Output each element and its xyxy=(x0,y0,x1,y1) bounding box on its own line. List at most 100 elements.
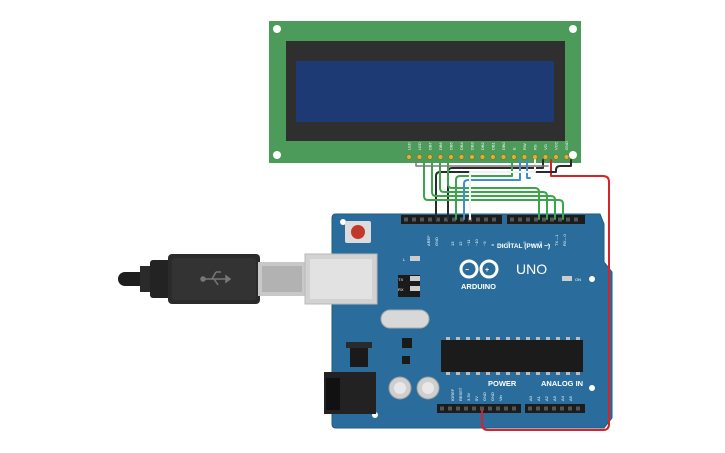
atmega-chip-icon xyxy=(441,337,583,375)
usb-cable-icon xyxy=(118,254,306,304)
svg-text:−: − xyxy=(465,267,469,274)
digital-pin-label: ~9 xyxy=(482,241,487,246)
header-pin[interactable] xyxy=(526,217,530,222)
led-rx-label: RX xyxy=(398,287,404,292)
header-pin[interactable] xyxy=(472,406,476,411)
digital-section-label: DIGITAL (PWM ~) xyxy=(497,243,550,250)
header-pin[interactable] xyxy=(476,217,480,222)
analog-pin-label: A3 xyxy=(552,395,557,401)
header-pin[interactable] xyxy=(536,406,540,411)
lcd-mount-hole xyxy=(273,151,281,159)
lcd-pin-label: RW xyxy=(522,143,527,150)
board-mount-hole xyxy=(589,276,595,282)
header-pin[interactable] xyxy=(464,406,468,411)
header-pin[interactable] xyxy=(566,217,570,222)
lcd-pin[interactable] xyxy=(427,154,433,160)
power-pin-label: IOREF xyxy=(450,388,455,401)
header-pin[interactable] xyxy=(518,217,522,222)
lcd-pin[interactable] xyxy=(437,154,444,160)
wire-green-db5 xyxy=(439,159,548,220)
lcd-pin[interactable] xyxy=(406,154,412,160)
header-pin[interactable] xyxy=(568,406,572,411)
header-pin[interactable] xyxy=(448,406,452,411)
header-pin[interactable] xyxy=(560,406,564,411)
lcd-pin-label: GND xyxy=(564,141,569,150)
board-mount-hole xyxy=(589,385,595,391)
lcd-pin-label: VCC xyxy=(554,141,559,150)
header-pin[interactable] xyxy=(558,217,562,222)
header-pin[interactable] xyxy=(444,217,448,222)
lcd-pin[interactable] xyxy=(542,154,549,160)
header-pin[interactable] xyxy=(456,406,460,411)
wire-blue-rs xyxy=(463,159,521,220)
digital-pin-label: 12 xyxy=(458,241,463,246)
capacitor-icon xyxy=(416,376,440,400)
lcd-pin[interactable] xyxy=(511,154,517,160)
header-pin[interactable] xyxy=(480,406,484,411)
digital-pin-label: ~3 xyxy=(538,241,543,246)
header-pin[interactable] xyxy=(534,217,538,222)
lcd-pin[interactable] xyxy=(532,154,538,160)
header-pin[interactable] xyxy=(544,406,548,411)
header-pin[interactable] xyxy=(436,217,440,222)
header-pin[interactable] xyxy=(404,217,408,222)
lcd-pin-label: DB2 xyxy=(480,141,485,150)
header-pin[interactable] xyxy=(510,217,514,222)
lcd-pin-label: DB3 xyxy=(470,141,475,150)
analog-pin-label: A1 xyxy=(536,395,541,401)
board-mount-hole xyxy=(340,219,346,225)
header-pin[interactable] xyxy=(452,217,456,222)
crystal-oscillator xyxy=(380,309,430,329)
header-pin[interactable] xyxy=(428,217,432,222)
header-pin[interactable] xyxy=(488,406,492,411)
led-on xyxy=(562,276,572,281)
digital-header-high xyxy=(401,215,502,224)
header-pin[interactable] xyxy=(552,406,556,411)
lcd-pin[interactable] xyxy=(448,154,454,160)
header-pin[interactable] xyxy=(528,406,532,411)
wire-black-gnd xyxy=(435,159,572,220)
lcd-pin[interactable] xyxy=(490,154,496,160)
power-header xyxy=(437,404,521,413)
digital-pin-label: 2 xyxy=(546,243,551,246)
reset-button-icon[interactable] xyxy=(345,221,371,243)
header-pin[interactable] xyxy=(574,217,578,222)
header-pin[interactable] xyxy=(550,217,554,222)
usb-symbol-icon xyxy=(200,271,232,286)
wire-black-led xyxy=(447,159,544,220)
lcd-pin[interactable] xyxy=(416,154,423,160)
header-pin[interactable] xyxy=(484,217,488,222)
lcd-screen xyxy=(296,61,554,122)
gnd-pin-label: GND xyxy=(434,237,439,246)
brand-label: ARDUINO xyxy=(461,282,496,291)
digital-pin-label: 7 xyxy=(498,243,503,246)
lcd-pin[interactable] xyxy=(469,154,475,160)
lcd-pin[interactable] xyxy=(500,154,507,160)
lcd-mount-hole xyxy=(569,151,577,159)
led-l-label: L xyxy=(403,257,406,262)
lcd-pin[interactable] xyxy=(458,154,465,160)
lcd-pin[interactable] xyxy=(521,154,528,160)
header-pin[interactable] xyxy=(440,406,444,411)
header-pin[interactable] xyxy=(504,406,508,411)
digital-pin-label: 13 xyxy=(450,241,455,246)
header-pin[interactable] xyxy=(496,406,500,411)
lcd-pin[interactable] xyxy=(479,154,486,160)
header-pin[interactable] xyxy=(412,217,416,222)
digital-pin-label: ~10 xyxy=(474,238,479,246)
header-pin[interactable] xyxy=(492,217,496,222)
capacitor-icon xyxy=(388,376,412,400)
lcd-pin[interactable] xyxy=(563,154,570,160)
lcd-mount-hole xyxy=(569,25,577,33)
lcd-pin[interactable] xyxy=(553,154,559,160)
wire-green-e xyxy=(455,159,513,220)
header-pin[interactable] xyxy=(512,406,516,411)
small-chip xyxy=(402,338,412,348)
header-pin[interactable] xyxy=(542,217,546,222)
header-pin[interactable] xyxy=(576,406,580,411)
arduino-logo-icon xyxy=(459,259,499,279)
header-pin[interactable] xyxy=(460,217,464,222)
header-pin[interactable] xyxy=(420,217,424,222)
